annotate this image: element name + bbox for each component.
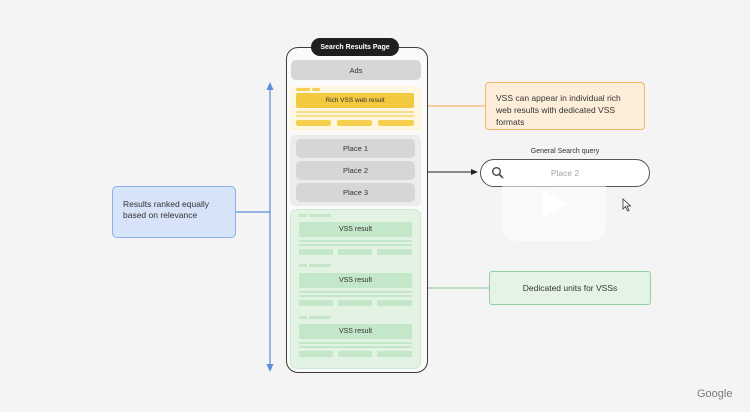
vss-chip — [377, 249, 412, 255]
vss-chip — [377, 300, 412, 306]
vss-chip — [299, 351, 333, 357]
vss-chip — [299, 300, 333, 306]
vss-small-bar — [309, 316, 331, 319]
ads-block: Ads — [291, 60, 421, 80]
rich-result-small-bar — [312, 88, 320, 91]
rich-result-line — [296, 115, 414, 117]
rich-result-chip — [337, 120, 372, 126]
vss-result-title: VSS result — [299, 273, 412, 288]
cursor-icon — [622, 198, 632, 212]
vss-chip — [338, 300, 372, 306]
vss-line — [299, 346, 412, 348]
play-icon[interactable] — [541, 188, 569, 220]
phone-title: Search Results Page — [311, 38, 399, 56]
rich-result-title: Rich VSS web result — [296, 93, 414, 108]
vss-line — [299, 342, 412, 344]
vss-line — [299, 240, 412, 242]
dedicated-callout: Dedicated units for VSSs — [489, 271, 651, 305]
place-item: Place 1 — [296, 139, 415, 158]
vss-small-bar — [309, 264, 331, 267]
vss-chip — [338, 249, 372, 255]
vss-line — [299, 244, 412, 246]
rich-result-chip — [296, 120, 331, 126]
vss-small-bar — [309, 214, 331, 217]
place-item: Place 3 — [296, 183, 415, 202]
vss-result-title: VSS result — [299, 222, 412, 237]
vss-chip — [377, 351, 412, 357]
vss-result-title: VSS result — [299, 324, 412, 339]
rich-result-small-bar — [296, 88, 310, 91]
ranked-callout: Results ranked equally based on relevanc… — [112, 186, 236, 238]
vss-small-bar — [299, 316, 307, 319]
vss-small-bar — [299, 214, 307, 217]
rich-result-chip — [378, 120, 414, 126]
place-item: Place 2 — [296, 161, 415, 180]
rich-callout: VSS can appear in individual rich web re… — [485, 82, 645, 130]
vss-chip — [299, 249, 333, 255]
vss-small-bar — [299, 264, 307, 267]
search-label: General Search query — [530, 148, 600, 155]
vss-chip — [338, 351, 372, 357]
vss-line — [299, 295, 412, 297]
rich-result-line — [296, 111, 414, 113]
google-logo: Google — [697, 388, 733, 400]
vss-line — [299, 291, 412, 293]
